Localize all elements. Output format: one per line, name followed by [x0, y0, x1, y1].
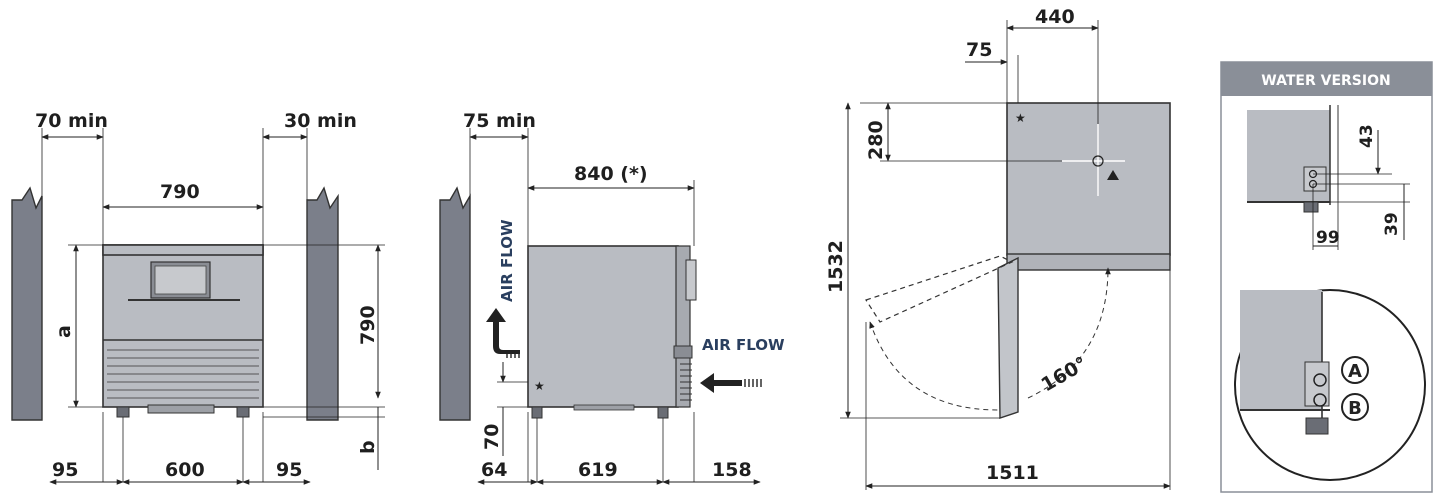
front-grille: [107, 349, 259, 399]
side-view: ★ AIR FLOW AIR FLOW 75 min 840 (*): [439, 110, 785, 485]
front-bottom-left-label: 95: [52, 459, 78, 481]
left-wall: [11, 186, 43, 421]
water-version-header: [1221, 62, 1432, 96]
side-bottom-right-label: 158: [712, 459, 752, 481]
top-door-open-dashed: [865, 255, 1014, 323]
side-foot-height-label: 70: [481, 424, 503, 450]
side-coil: [680, 363, 692, 401]
top-door: [997, 256, 1019, 419]
water-version-title: WATER VERSION: [1261, 73, 1390, 89]
front-oven-top: [102, 244, 264, 256]
side-bottom-middle-label: 619: [578, 459, 618, 481]
side-star-marker: ★: [534, 379, 545, 393]
side-wall: [439, 186, 471, 421]
front-view: 70 min 30 min 790 a 790 b 95 600 95: [11, 110, 385, 485]
front-height-a-label: a: [53, 325, 75, 338]
airflow-intake-lines: [744, 379, 762, 387]
top-offset-75-label: 75: [966, 39, 992, 61]
front-height-label: 790: [357, 305, 379, 345]
side-oven-body: [527, 245, 679, 408]
front-foot-left: [116, 406, 130, 418]
top-triangle-marker: [1107, 170, 1119, 180]
top-total-depth-label: 1532: [825, 240, 847, 293]
airflow-horizontal-label: AIR FLOW: [702, 336, 785, 354]
side-bottom-left-label: 64: [481, 459, 507, 481]
top-oven-body: [1006, 102, 1171, 256]
airflow-left-arrow: [700, 373, 742, 393]
front-left-clearance-label: 70 min: [35, 110, 108, 132]
front-bottom-middle-label: 600: [165, 459, 205, 481]
side-rear-clearance-label: 75 min: [463, 110, 536, 132]
water-version-panel: WATER VERSION 43 39 99 A B: [1220, 61, 1433, 493]
side-depth-label: 840 (*): [574, 163, 648, 185]
water-connection-a-badge: [1341, 356, 1369, 384]
front-right-clearance-label: 30 min: [284, 110, 357, 132]
top-door-angle-label: 160°: [1038, 353, 1092, 397]
front-foot-right: [236, 406, 250, 418]
top-center-mark: [1092, 155, 1104, 167]
front-width-label: 790: [160, 181, 200, 203]
right-wall: [306, 186, 339, 421]
water-dim-43-label: 43: [1357, 124, 1377, 148]
top-star-marker: ★: [1015, 111, 1026, 125]
water-connection-b-badge: [1341, 393, 1369, 421]
airflow-vertical-label: AIR FLOW: [498, 219, 516, 302]
water-connection-a-label: A: [1348, 361, 1362, 382]
front-bottom-right-label: 95: [276, 459, 302, 481]
water-dim-39-label: 39: [1382, 212, 1402, 236]
top-width-440-label: 440: [1035, 6, 1075, 28]
water-connection-b-label: B: [1348, 398, 1362, 419]
top-view: ★ 160° 440 75 280 1532 1511: [825, 6, 1171, 490]
airflow-up-arrow: [486, 308, 520, 354]
top-center-depth-label: 280: [865, 120, 887, 160]
front-foot-b-label: b: [357, 440, 379, 454]
airflow-exhaust-lines: [506, 350, 520, 358]
water-dim-99-label: 99: [1316, 228, 1340, 248]
top-total-width-label: 1511: [986, 462, 1039, 484]
